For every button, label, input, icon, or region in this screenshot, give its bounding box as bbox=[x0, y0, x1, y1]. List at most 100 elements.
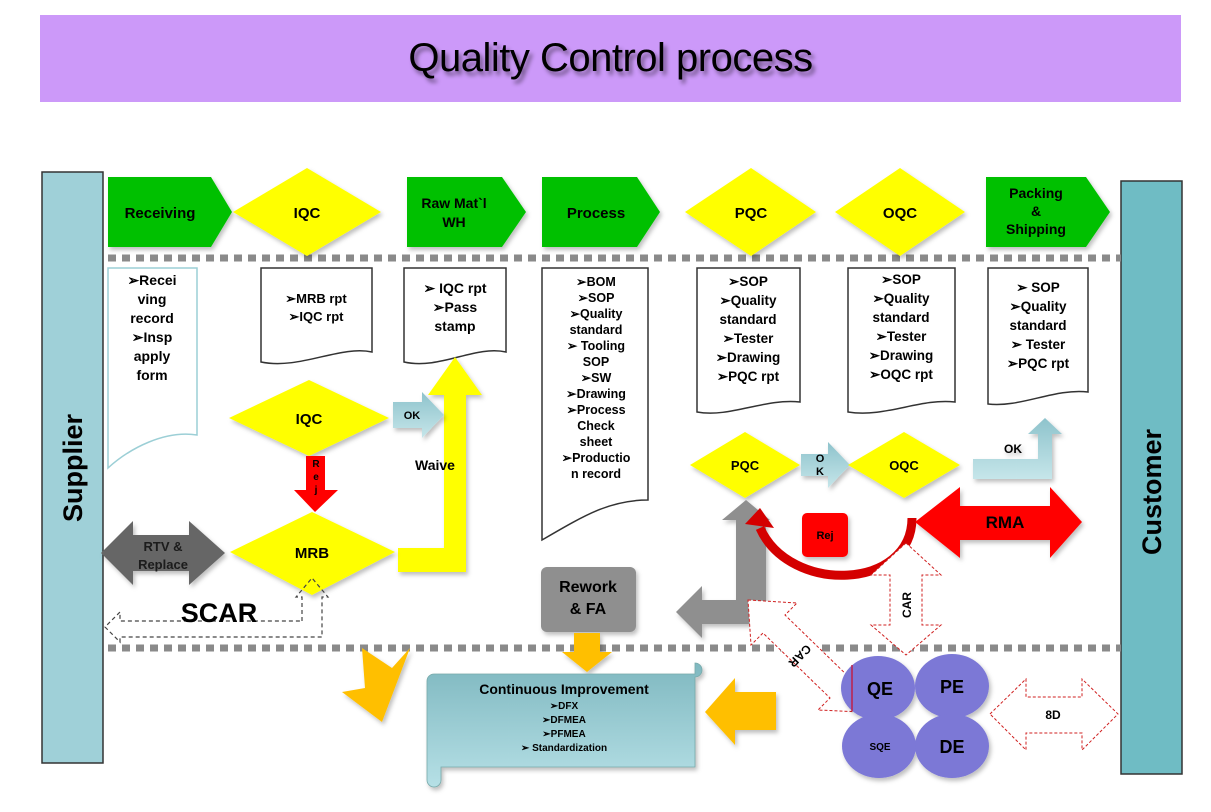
car-vertical-arrow: CAR bbox=[869, 542, 943, 656]
document-raw-material-wh: ➢ IQC rpt ➢Pass stamp bbox=[403, 267, 507, 365]
waive-arrow bbox=[398, 357, 482, 572]
diagram-label: ➢DFX bbox=[550, 701, 579, 712]
waive-label: Waive bbox=[415, 457, 455, 473]
reject-badge: Rej bbox=[802, 513, 848, 557]
scar-arrow bbox=[104, 577, 330, 644]
title-banner: Quality Control process bbox=[40, 15, 1181, 102]
diagram-label: IQC bbox=[294, 205, 321, 222]
diagram-label: standard bbox=[1009, 318, 1066, 333]
diagram-label: ➢MRB rpt bbox=[285, 291, 347, 306]
diagram-label: OQC bbox=[883, 205, 917, 222]
rework-return-arrow bbox=[676, 500, 770, 638]
diagram-label: ➢Quality bbox=[1009, 299, 1067, 314]
page-title: Quality Control process bbox=[408, 36, 813, 80]
diagram-label: ➢Tester bbox=[876, 329, 928, 344]
diagram-label: RMA bbox=[986, 513, 1025, 532]
iqc-reject-arrow: R e j bbox=[294, 456, 338, 512]
diagram-label: O bbox=[816, 453, 825, 465]
iqc-decision[interactable]: IQC bbox=[229, 380, 389, 456]
diagram-label: ➢ IQC rpt bbox=[423, 280, 486, 296]
diagram-label: ➢SOP bbox=[881, 272, 921, 287]
oqc-decision[interactable]: OQC bbox=[848, 432, 960, 498]
diagram-label: ➢ Tooling bbox=[567, 339, 625, 353]
diagram-label: MRB bbox=[295, 545, 329, 562]
pqc-ok-arrow: O K bbox=[801, 442, 850, 488]
stage-raw-material-wh[interactable]: Raw Mat`l WH bbox=[407, 177, 526, 247]
improvement-down-arrow bbox=[562, 633, 612, 672]
diagram-label: PQC bbox=[731, 458, 760, 473]
diagram-label: QE bbox=[867, 679, 893, 699]
customer-bar: Customer bbox=[1120, 180, 1183, 775]
diagram-label: Rej bbox=[816, 530, 833, 542]
customer-label: Customer bbox=[1137, 429, 1167, 556]
diagram-label: j bbox=[314, 485, 318, 496]
diagram-label: n record bbox=[571, 467, 621, 481]
diagram-label: Shipping bbox=[1006, 221, 1066, 237]
document-receiving: ➢Recei ving record ➢Insp apply form bbox=[107, 267, 198, 470]
stage-packing-shipping[interactable]: Packing & Shipping bbox=[986, 177, 1110, 247]
team-pe bbox=[915, 654, 989, 718]
diagram-label: OK bbox=[1004, 442, 1022, 456]
diagram-label: standard bbox=[872, 310, 929, 325]
scar-label: SCAR bbox=[181, 598, 258, 628]
diagram-label: ➢Quality bbox=[872, 291, 930, 306]
diagram-label: ➢ SOP bbox=[1016, 280, 1060, 295]
supplier-label: Supplier bbox=[58, 414, 88, 523]
diagram-label: ➢Pass bbox=[433, 299, 478, 315]
document-oqc: ➢SOP ➢Quality standard ➢Tester ➢Drawing … bbox=[847, 267, 956, 414]
improvement-right-arrow bbox=[705, 678, 776, 745]
supplier-bar: Supplier bbox=[41, 171, 104, 764]
diagram-label: ➢IQC rpt bbox=[289, 309, 345, 324]
diagram-label: K bbox=[816, 466, 824, 478]
team-sqe bbox=[842, 714, 916, 778]
diagram-label: ➢Recei bbox=[127, 272, 176, 288]
document-pqc: ➢SOP ➢Quality standard ➢Tester ➢Drawing … bbox=[696, 267, 801, 414]
diagram-label: Rework bbox=[559, 579, 617, 596]
diagram-label: IQC bbox=[296, 411, 323, 428]
ship-ok-arrow: OK bbox=[973, 418, 1062, 479]
stage-pqc[interactable]: PQC bbox=[685, 168, 816, 256]
diagram-label: apply bbox=[134, 348, 171, 364]
diagram-label: SOP bbox=[583, 355, 609, 369]
diagram-label: ➢ Tester bbox=[1011, 337, 1066, 352]
stage-oqc[interactable]: OQC bbox=[835, 168, 965, 256]
diagram-label: stamp bbox=[434, 318, 475, 334]
diagram-label: & bbox=[1031, 203, 1041, 219]
rework-fa-box: Rework & FA bbox=[541, 567, 636, 632]
diagram-label: CAR bbox=[900, 592, 914, 618]
diagram-label: record bbox=[130, 310, 174, 326]
reject-curved-arrow bbox=[745, 508, 917, 580]
stage-receiving[interactable]: Receiving bbox=[108, 177, 232, 247]
diagram-label: ➢Process bbox=[566, 403, 625, 417]
doc-lines: ➢Recei ving record ➢Insp apply form bbox=[127, 272, 176, 383]
diagram-label: ➢PQC rpt bbox=[717, 369, 780, 384]
rtv-replace-arrow: RTV & Replace bbox=[101, 521, 225, 585]
diagram-label: PE bbox=[940, 677, 964, 697]
diagram-label: ➢Quality bbox=[570, 307, 623, 321]
diagram-label: ➢SOP bbox=[578, 291, 615, 305]
diagram-label: DE bbox=[939, 737, 964, 757]
stage-iqc[interactable]: IQC bbox=[233, 168, 381, 256]
document-iqc: ➢MRB rpt ➢IQC rpt bbox=[260, 267, 373, 365]
diagram-label: ➢Drawing bbox=[566, 387, 626, 401]
diagram-label: ➢ Standardization bbox=[521, 743, 607, 754]
stage-process[interactable]: Process bbox=[542, 177, 660, 247]
team-cluster: QE PE SQE DE bbox=[841, 654, 989, 778]
diagram-label: ➢Drawing bbox=[869, 348, 934, 363]
pqc-decision[interactable]: PQC bbox=[690, 432, 800, 498]
diagram-label: ➢BOM bbox=[576, 275, 616, 289]
mrb-decision[interactable]: MRB bbox=[230, 512, 395, 595]
diagram-label: Raw Mat`l bbox=[421, 195, 486, 211]
diagram-label: OK bbox=[404, 410, 421, 422]
diagram-label: & FA bbox=[570, 601, 607, 618]
diagram-label: Replace bbox=[138, 557, 188, 572]
document-process: ➢BOM ➢SOP ➢Quality standard ➢ Tooling SO… bbox=[541, 267, 649, 542]
diagram-label: 8D bbox=[1045, 708, 1061, 722]
diagram-label: Process bbox=[567, 205, 625, 222]
eight-d-arrow: 8D bbox=[989, 677, 1119, 752]
diagram-label: ➢Drawing bbox=[716, 350, 781, 365]
diagram-label: PQC bbox=[735, 205, 768, 222]
team-qe bbox=[841, 656, 915, 720]
continuous-improvement-scroll: Continuous Improvement ➢DFX ➢DFMEA ➢PFME… bbox=[426, 662, 703, 788]
ci-title: Continuous Improvement bbox=[479, 681, 649, 697]
